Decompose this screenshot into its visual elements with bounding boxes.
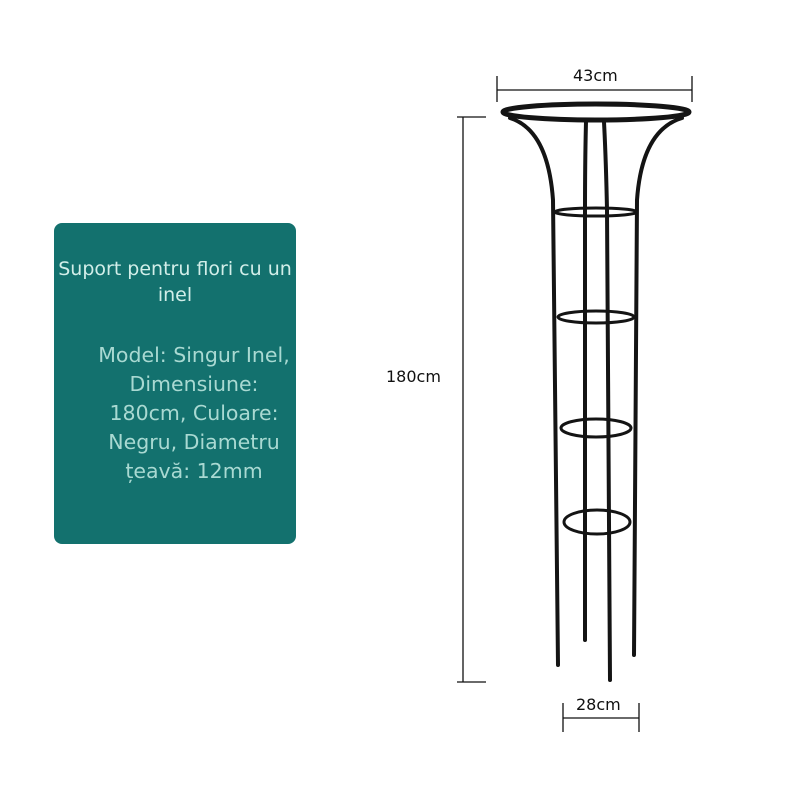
dimension-height: 180cm <box>386 367 441 386</box>
dimension-top-width: 43cm <box>573 66 618 85</box>
product-title: Suport pentru flori cu un inel <box>58 258 292 306</box>
obelisk-frame <box>500 101 692 682</box>
product-info-panel: Suport pentru flori cu un inel Model: Si… <box>54 223 296 544</box>
dimension-lines <box>457 76 693 732</box>
dimension-bottom-width: 28cm <box>576 695 621 714</box>
product-spec: Model: Singur Inel, Dimensiune: 180cm, C… <box>98 343 290 483</box>
